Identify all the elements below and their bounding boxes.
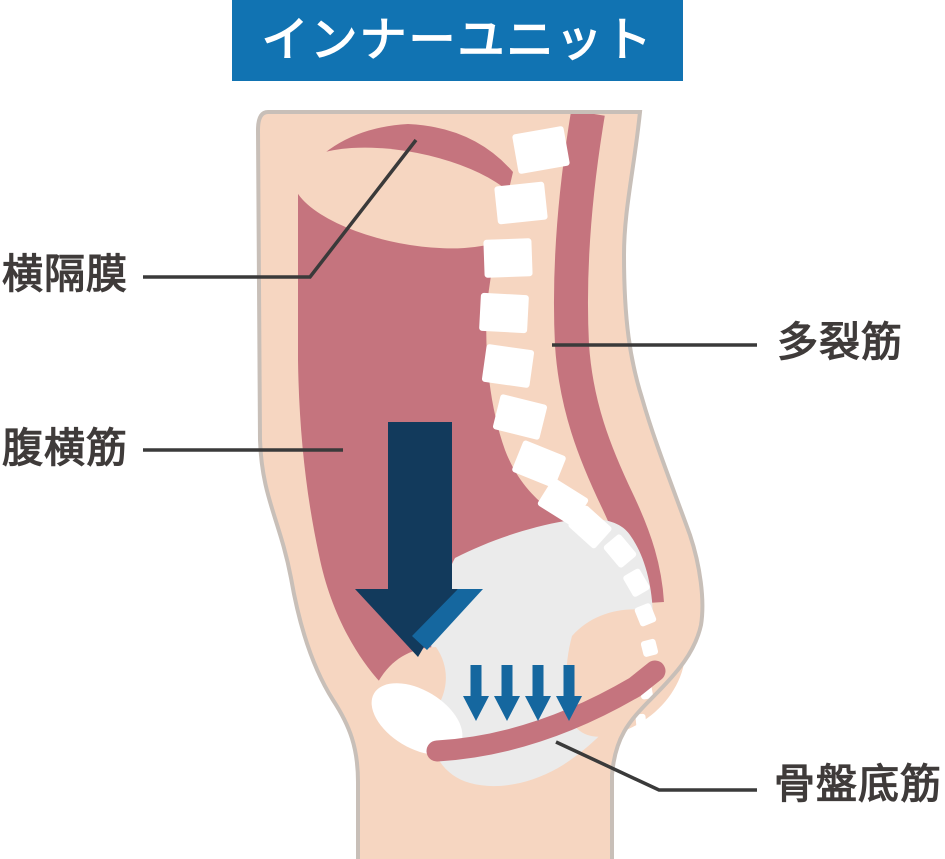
page-title: インナーユニット (261, 13, 654, 68)
label-pelvic-floor: 骨盤底筋 (774, 760, 942, 808)
small-down-arrow-icon (556, 665, 582, 721)
pubic-bone (371, 683, 463, 755)
small-down-arrow-icon (494, 665, 520, 721)
torso-outline (255, 110, 705, 859)
pelvic-floor-band (426, 660, 666, 762)
small-down-arrow-icon (463, 665, 489, 721)
small-down-arrow-icon (525, 665, 551, 721)
leader-line-diaphragm (143, 138, 418, 279)
small-down-arrows (463, 665, 582, 721)
leader-line-pelvic-floor (555, 740, 757, 792)
label-transverse-abdominis: 腹横筋 (2, 424, 128, 472)
spine-vertebrae (479, 126, 612, 549)
large-down-arrow-icon (355, 422, 483, 657)
title-banner: インナーユニット (232, 0, 683, 81)
label-diaphragm: 横隔膜 (2, 250, 128, 298)
label-multifidus: 多裂筋 (777, 318, 903, 366)
